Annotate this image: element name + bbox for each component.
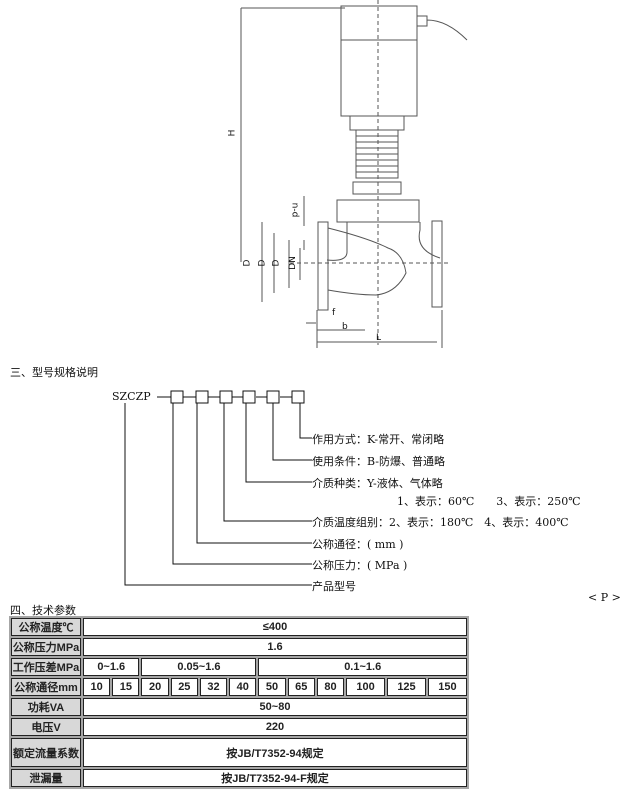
table-row: 公称温度℃≤400 [11, 618, 467, 636]
table-cell: 0.05~1.6 [141, 658, 257, 676]
item-action: 作用方式：K-常开、常闭略 [312, 433, 445, 446]
item-medium: 介质种类：Y-液体、气体略 [312, 477, 443, 490]
table-row: 泄漏量按JB/T7352-94-F规定 [11, 769, 467, 787]
dim-f: f [332, 308, 336, 318]
table-cell: 额定流量系数 [11, 738, 81, 767]
table-cell: 按JB/T7352-94-F规定 [83, 769, 467, 787]
table-cell: 按JB/T7352-94规定 [83, 738, 467, 767]
table-cell: 80 [316, 678, 345, 696]
table-cell: 65 [287, 678, 315, 696]
item-pressure: 公称压力：( MPa ) [312, 559, 408, 572]
table-cell: 50~80 [83, 698, 467, 716]
item-temp-note: 1、表示：60℃ 3、表示：250℃ [397, 495, 581, 508]
table-cell: 10 [83, 678, 111, 696]
dim-b: b [342, 322, 348, 332]
item-product-model: 产品型号 [312, 580, 356, 593]
table-cell: 0.1~1.6 [258, 658, 467, 676]
table-cell: 100 [346, 678, 386, 696]
item-temp-group: 介质温度组别：2、表示：180℃ 4、表示：400℃ [312, 516, 569, 529]
table-cell: 公称通径mm [11, 678, 81, 696]
table-cell: 20 [141, 678, 169, 696]
page-mark: < P > [588, 591, 621, 604]
table-cell: 工作压差MPa [11, 658, 81, 676]
dim-L: L [376, 333, 382, 343]
table-cell: 公称压力MPa [11, 638, 81, 656]
table-cell: 功耗VA [11, 698, 81, 716]
item-condition: 使用条件：B-防爆、普通略 [312, 455, 446, 468]
table-cell: 1.6 [83, 638, 467, 656]
table-cell: 125 [387, 678, 426, 696]
section4-title: 四、技术参数 [10, 604, 76, 617]
table-row: 工作压差MPa 0~1.6 0.05~1.6 0.1~1.6 [11, 658, 467, 676]
model-code: SZCZP [112, 390, 151, 403]
table-row: 额定流量系数按JB/T7352-94规定 [11, 738, 467, 767]
section3-title: 三、型号规格说明 [10, 366, 98, 379]
table-cell: 150 [427, 678, 467, 696]
item-diameter: 公称通径：( mm ) [312, 538, 404, 551]
table-cell: 32 [199, 678, 228, 696]
table-cell: 25 [170, 678, 198, 696]
table-cell: 15 [112, 678, 140, 696]
table-cell: 泄漏量 [11, 769, 81, 787]
table-cell: 50 [258, 678, 286, 696]
table-cell: 公称温度℃ [11, 618, 81, 636]
table-cell: 0~1.6 [83, 658, 140, 676]
table-cell: ≤400 [83, 618, 467, 636]
table-cell: 电压V [11, 718, 81, 736]
table-cell: 40 [229, 678, 257, 696]
table-row: 公称通径mm 10 15 20 25 32 40 50 65 80 100 12… [11, 678, 467, 696]
table-cell: 220 [83, 718, 467, 736]
